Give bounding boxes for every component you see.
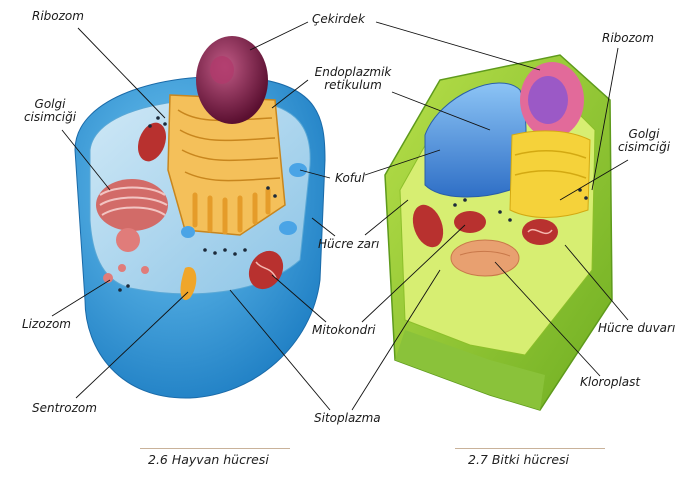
label-koful: Koful <box>335 172 365 185</box>
plant-mitochondrion <box>454 211 486 233</box>
label-er: Endoplazmik retikulum <box>308 66 398 92</box>
label-lizozom: Lizozom <box>22 318 71 331</box>
label-hucre-zari: Hücre zarı <box>318 238 379 251</box>
label-golgi-animal-line2: cisimciği <box>20 111 80 124</box>
animal-vacuole <box>279 221 297 235</box>
label-kloroplast: Kloroplast <box>580 376 640 389</box>
animal-lysosome <box>118 264 126 272</box>
label-golgi-plant-line2: cisimciği <box>612 141 676 154</box>
label-ribozom-plant: Ribozom <box>602 32 654 45</box>
plant-cell <box>385 55 612 410</box>
label-er-line2: retikulum <box>308 79 398 92</box>
caption-rule-plant <box>455 448 605 449</box>
label-ribozom-animal: Ribozom <box>32 10 84 23</box>
label-sitoplazma: Sitoplazma <box>314 412 381 425</box>
plant-golgi <box>510 131 590 218</box>
caption-rule-animal <box>140 448 290 449</box>
plant-chloroplast <box>451 240 519 276</box>
animal-nucleus <box>196 36 268 124</box>
animal-lysosome <box>141 266 149 274</box>
label-golgi-plant: Golgi cisimciği <box>612 128 676 154</box>
caption-plant-cell: 2.7 Bitki hücresi <box>468 452 569 467</box>
animal-vacuole <box>289 163 307 177</box>
animal-cell <box>75 36 325 398</box>
label-mitokondri: Mitokondri <box>312 324 376 337</box>
animal-nucleolus <box>210 56 234 84</box>
caption-animal-cell: 2.6 Hayvan hücresi <box>148 452 269 467</box>
animal-vacuole <box>181 226 195 238</box>
label-cekirdek: Çekirdek <box>312 13 365 26</box>
label-hucre-duvari: Hücre duvarı <box>598 322 675 335</box>
label-golgi-animal: Golgi cisimciği <box>20 98 80 124</box>
plant-nucleolus <box>528 76 568 124</box>
label-sentrozom: Sentrozom <box>32 402 97 415</box>
